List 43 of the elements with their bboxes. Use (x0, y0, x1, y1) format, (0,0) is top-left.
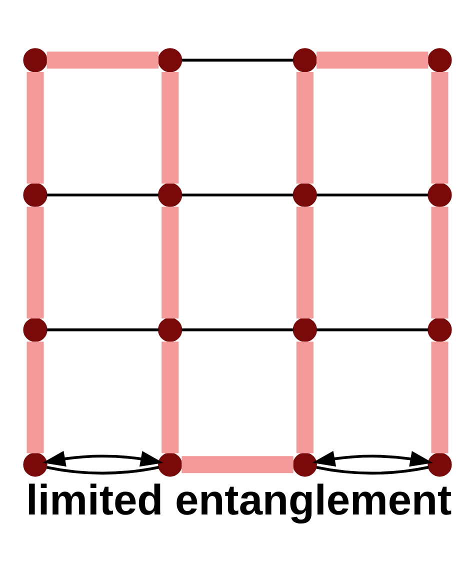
connector (181, 58, 293, 62)
node-circle (292, 452, 316, 476)
connector (316, 193, 428, 196)
node-circle (22, 317, 47, 342)
node-circle (158, 452, 182, 476)
connector (430, 206, 448, 318)
connector (181, 456, 293, 473)
node-circle (22, 182, 47, 207)
connector (296, 206, 313, 318)
node-circle (427, 317, 452, 342)
node-circle (22, 48, 47, 72)
connector (26, 71, 44, 184)
connector (316, 51, 428, 68)
connector (46, 51, 158, 68)
connector (316, 465, 428, 474)
connector (430, 341, 448, 453)
node-circle (158, 182, 182, 207)
node-circle (427, 48, 452, 72)
connector (46, 193, 158, 196)
node-circle (292, 317, 316, 342)
connector (161, 206, 178, 318)
arrow (312, 450, 432, 466)
connector (296, 341, 313, 453)
connector (296, 71, 313, 184)
connector (181, 328, 293, 331)
node-circle (427, 182, 452, 207)
connector (181, 193, 293, 196)
connector (316, 328, 428, 331)
node-circle (158, 48, 182, 72)
connector (161, 71, 178, 184)
connector (26, 341, 44, 453)
connector (161, 341, 178, 453)
connector (430, 71, 448, 184)
node-circle (292, 182, 316, 207)
node-circle (158, 317, 182, 342)
arrow (42, 450, 163, 466)
connector (26, 206, 44, 318)
node-circle (427, 452, 452, 476)
caption: limited entanglement (26, 476, 452, 524)
connector (46, 465, 159, 474)
node-circle (292, 48, 316, 72)
connector (46, 328, 158, 331)
node-circle (22, 452, 47, 476)
